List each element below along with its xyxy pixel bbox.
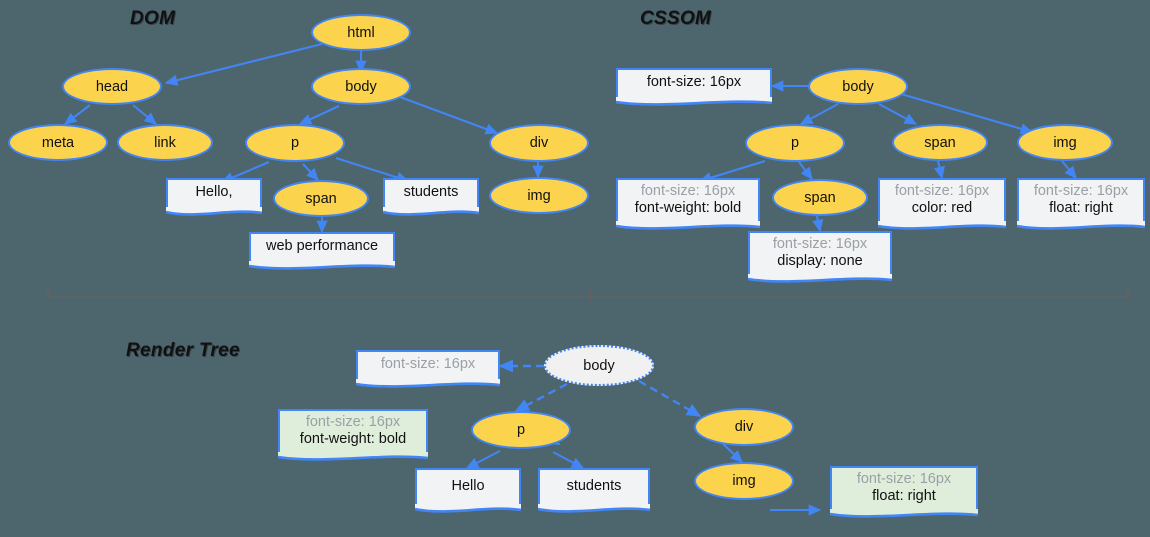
cssom-section-title: CSSOM — [640, 8, 712, 29]
edge-cssom-span2-rule — [933, 160, 945, 180]
note-wavy-edge — [616, 97, 772, 108]
cssom-node-p[interactable]: p — [745, 124, 845, 162]
note-wavy-edge — [278, 452, 428, 463]
cssom-rule-p: font-size: 16px font-weight: bold — [616, 178, 760, 223]
edge-rt-p-students — [552, 451, 585, 469]
dom-node-head[interactable]: head — [62, 68, 162, 105]
render-node-div[interactable]: div — [694, 408, 794, 446]
render-rule-img-line1: font-size: 16px — [856, 470, 952, 487]
dom-node-p[interactable]: p — [245, 124, 345, 162]
cssom-rule-span-line1: font-size: 16px — [894, 182, 990, 199]
edge-dom-p-span — [302, 163, 319, 181]
render-textnode-hello-label: Hello — [451, 477, 485, 494]
edge-rt-body-div — [638, 379, 702, 418]
edge-dom-body-p — [298, 105, 340, 125]
render-rule-p-line1: font-size: 16px — [305, 413, 401, 430]
edge-rt-body-p — [514, 382, 568, 413]
edge-cssom-body-p — [799, 103, 839, 125]
render-node-body[interactable]: body — [544, 345, 654, 386]
dom-textnode-students: students — [383, 178, 479, 209]
cssom-rule-p-line2: font-weight: bold — [634, 200, 742, 216]
cssom-rule-span: font-size: 16px color: red — [878, 178, 1006, 223]
dom-node-span[interactable]: span — [273, 180, 369, 217]
render-rule-img-line2: float: right — [872, 488, 936, 504]
dom-textnode-hello: Hello, — [166, 178, 262, 209]
cssom-rule-img: font-size: 16px float: right — [1017, 178, 1145, 223]
dom-node-html[interactable]: html — [311, 14, 411, 51]
dom-textnode-webperformance: web performance — [249, 232, 395, 263]
edge-dom-head-link — [132, 104, 157, 125]
note-wavy-edge — [356, 379, 500, 390]
note-wavy-edge — [878, 221, 1006, 232]
render-rule-p: font-size: 16px font-weight: bold — [278, 409, 428, 454]
note-wavy-edge — [616, 221, 760, 232]
edge-cssom-body-span — [878, 103, 918, 125]
note-wavy-edge — [1017, 221, 1145, 232]
cssom-rule-span-inner: font-size: 16px display: none — [748, 231, 892, 276]
note-wavy-edge — [538, 504, 650, 515]
render-node-p[interactable]: p — [471, 411, 571, 449]
cssom-node-span-inner[interactable]: span — [772, 179, 868, 216]
dom-textnode-hello-label: Hello, — [195, 184, 233, 201]
cssom-node-img[interactable]: img — [1017, 124, 1113, 161]
note-wavy-edge — [830, 509, 978, 520]
edge-dom-body-div — [399, 96, 499, 135]
cssom-rule-body: font-size: 16px — [616, 68, 772, 99]
render-rule-img: font-size: 16px float: right — [830, 466, 978, 511]
cssom-rule-body-line1: font-size: 16px — [646, 74, 742, 91]
note-wavy-edge — [383, 207, 479, 218]
dom-section-title: DOM — [130, 8, 176, 29]
cssom-node-span[interactable]: span — [892, 124, 988, 161]
edge-cssom-img-rule — [1061, 160, 1077, 179]
dom-node-meta[interactable]: meta — [8, 124, 108, 161]
edge-cssom-span1-rule — [812, 215, 824, 233]
render-rule-p-line2: font-weight: bold — [299, 431, 407, 447]
note-wavy-edge — [748, 274, 892, 285]
dom-node-img[interactable]: img — [489, 177, 589, 214]
render-textnode-students: students — [538, 468, 650, 506]
edge-cssom-p-span — [798, 161, 813, 181]
render-textnode-hello: Hello — [415, 468, 521, 506]
section-divider — [47, 286, 1129, 307]
cssom-rule-span-inner-line1: font-size: 16px — [772, 235, 868, 252]
cssom-rule-img-line2: float: right — [1049, 200, 1113, 216]
render-node-img[interactable]: img — [694, 462, 794, 500]
dom-node-link[interactable]: link — [117, 124, 213, 161]
render-rule-body-line1: font-size: 16px — [380, 356, 476, 373]
edge-rt-p-hello — [465, 450, 501, 469]
edge-dom-head-meta — [63, 104, 91, 125]
dom-textnode-webperformance-label: web performance — [265, 238, 379, 255]
dom-node-div[interactable]: div — [489, 124, 589, 162]
cssom-rule-img-line1: font-size: 16px — [1033, 182, 1129, 199]
dom-node-body[interactable]: body — [311, 68, 411, 105]
note-wavy-edge — [415, 504, 521, 515]
render-tree-section-title: Render Tree — [126, 340, 240, 361]
edge-dom-html-head — [164, 42, 323, 86]
dom-textnode-students-label: students — [403, 184, 459, 201]
render-textnode-students-label: students — [566, 477, 622, 494]
note-wavy-edge — [166, 207, 262, 218]
note-wavy-edge — [249, 261, 395, 272]
cssom-rule-span-line2: color: red — [911, 200, 973, 216]
cssom-rule-span-inner-line2: display: none — [777, 253, 863, 269]
render-rule-body: font-size: 16px — [356, 350, 500, 381]
cssom-rule-p-line1: font-size: 16px — [640, 182, 736, 199]
cssom-node-body[interactable]: body — [808, 68, 908, 105]
